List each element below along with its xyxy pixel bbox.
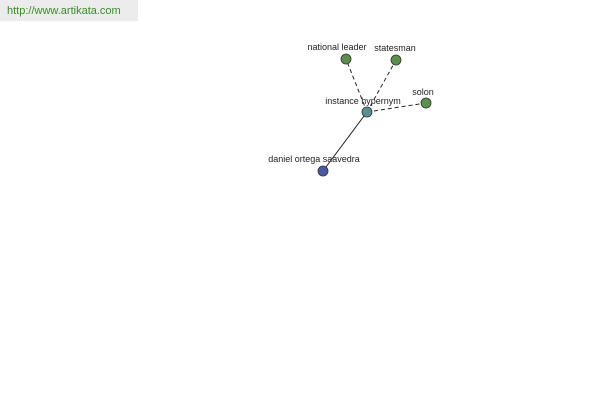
graph-labels: national leader statesman solon instance…	[268, 42, 434, 164]
url-bar: http://www.artikata.com	[0, 0, 138, 21]
edge-instance-hypernym-national-leader	[345, 58, 368, 113]
node-national-leader[interactable]	[340, 53, 352, 65]
node-daniel-ortega-saavedra[interactable]	[317, 165, 329, 177]
label-statesman: statesman	[374, 43, 416, 53]
edge-instance-hypernym-solon	[366, 102, 427, 113]
edge-instance-hypernym-daniel-ortega-saavedra	[322, 111, 368, 172]
edge-instance-hypernym-statesman	[366, 59, 397, 113]
label-solon: solon	[412, 87, 434, 97]
label-instance-hypernym: instance hypernym	[325, 96, 401, 106]
label-daniel-ortega-saavedra: daniel ortega saavedra	[268, 154, 360, 164]
label-national-leader: national leader	[307, 42, 366, 52]
site-link[interactable]: http://www.artikata.com	[7, 5, 121, 17]
graph-nodes	[317, 53, 432, 177]
graph-edges	[322, 58, 427, 172]
node-statesman[interactable]	[390, 54, 402, 66]
node-instance-hypernym[interactable]	[361, 106, 373, 118]
node-solon[interactable]	[420, 97, 432, 109]
